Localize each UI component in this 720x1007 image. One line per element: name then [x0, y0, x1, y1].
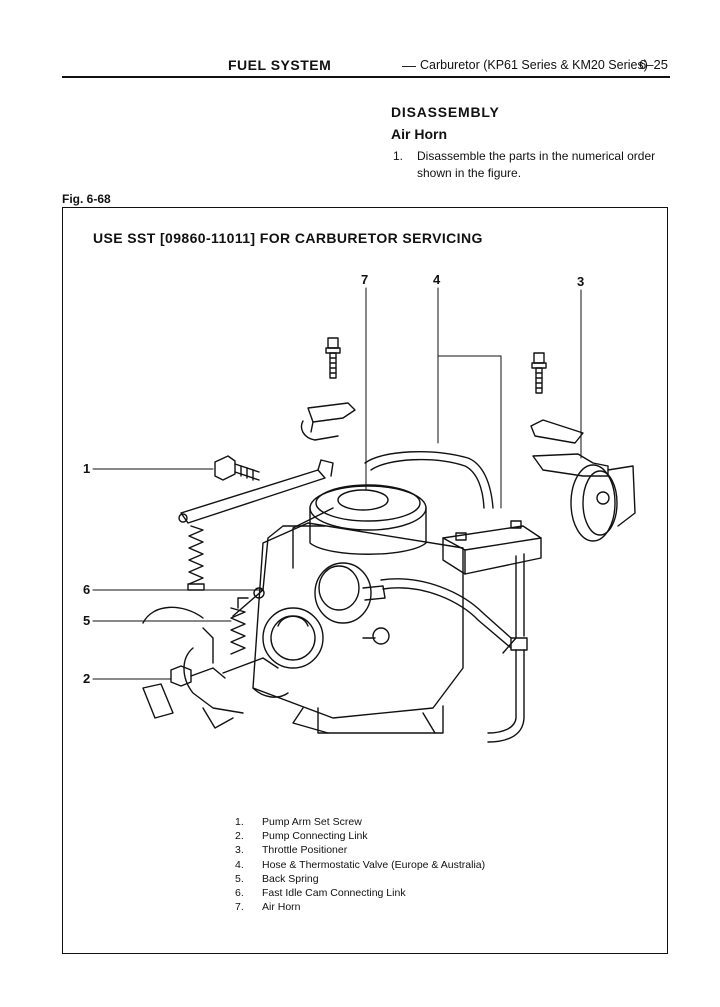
upper-screw-right [531, 352, 547, 394]
part-number: 5. [235, 872, 244, 885]
callout-3: 3 [577, 274, 585, 289]
section-title: DISASSEMBLY [391, 104, 500, 120]
part-number: 4. [235, 858, 244, 871]
page-number: 6–25 [639, 57, 668, 72]
throttle-linkage [142, 606, 289, 729]
pump-spring [187, 525, 205, 591]
part-number: 1. [235, 816, 244, 828]
throttle-diaphragm [262, 607, 390, 669]
carburetor-exploded-diagram [92, 287, 636, 743]
part-number: 2. [235, 830, 244, 843]
callout-leaders [92, 287, 582, 680]
part-name: Back Spring [262, 872, 319, 885]
part-number: 6. [235, 886, 244, 899]
list-item: 2. Pump Connecting Link [235, 830, 635, 844]
vacuum-hose [380, 578, 512, 639]
throttle-positioner-plate [530, 419, 584, 444]
fast-idle-cam-link [232, 525, 326, 617]
step-number: 1. [393, 149, 404, 163]
list-item: 4. Hose & Thermostatic Valve (Europe & A… [235, 859, 635, 873]
carburetor-main-body [252, 522, 464, 734]
list-item: 6. Fast Idle Cam Connecting Link [235, 887, 635, 901]
callout-1: 1 [83, 461, 91, 476]
part-name: Fast Idle Cam Connecting Link [262, 886, 406, 899]
figure-box: USE SST [09860-11011] FOR CARBURETOR SER… [62, 207, 668, 954]
part-number: 7. [235, 901, 244, 914]
pump-arm-set-screw [214, 455, 260, 481]
callout-5: 5 [83, 613, 91, 628]
sst-instruction: USE SST [09860-11011] FOR CARBURETOR SER… [93, 230, 483, 246]
part-name: Pump Connecting Link [262, 830, 368, 843]
air-horn-body [292, 484, 427, 569]
air-horn-bracket [300, 402, 356, 441]
header-section-title: FUEL SYSTEM [228, 57, 332, 73]
thermostatic-valve [442, 520, 542, 743]
callout-7: 7 [361, 272, 369, 287]
choke-breaker-diaphragm [314, 562, 386, 624]
list-item: 5. Back Spring [235, 873, 635, 887]
pump-connecting-link [170, 665, 226, 687]
list-item: 3. Throttle Positioner [235, 844, 635, 858]
subsection-title: Air Horn [391, 126, 447, 142]
header-dash: — [402, 57, 416, 73]
part-name: Hose & Thermostatic Valve (Europe & Aust… [262, 858, 486, 871]
callout-2: 2 [83, 671, 91, 686]
part-number: 3. [235, 844, 244, 857]
part-name: Throttle Positioner [262, 844, 348, 857]
thermostatic-hose [364, 451, 494, 509]
upper-screw-left [325, 337, 341, 379]
page-header: FUEL SYSTEM — Carburetor (KP61 Series & … [62, 56, 670, 78]
part-name: Air Horn [262, 901, 301, 914]
list-item: 1. Pump Arm Set Screw [235, 816, 635, 830]
figure-label: Fig. 6-68 [62, 192, 111, 206]
pump-arm [178, 459, 334, 524]
parts-list: 1. Pump Arm Set Screw 2. Pump Connecting… [235, 816, 635, 915]
step-text: Disassemble the parts in the numerical o… [417, 149, 656, 180]
callout-4: 4 [433, 272, 441, 287]
header-subsection: Carburetor (KP61 Series & KM20 Series) [420, 58, 648, 72]
throttle-positioner [532, 453, 636, 542]
part-name: Pump Arm Set Screw [262, 816, 362, 828]
callout-6: 6 [83, 582, 91, 597]
list-item: 7. Air Horn [235, 901, 635, 915]
back-spring [230, 597, 249, 655]
